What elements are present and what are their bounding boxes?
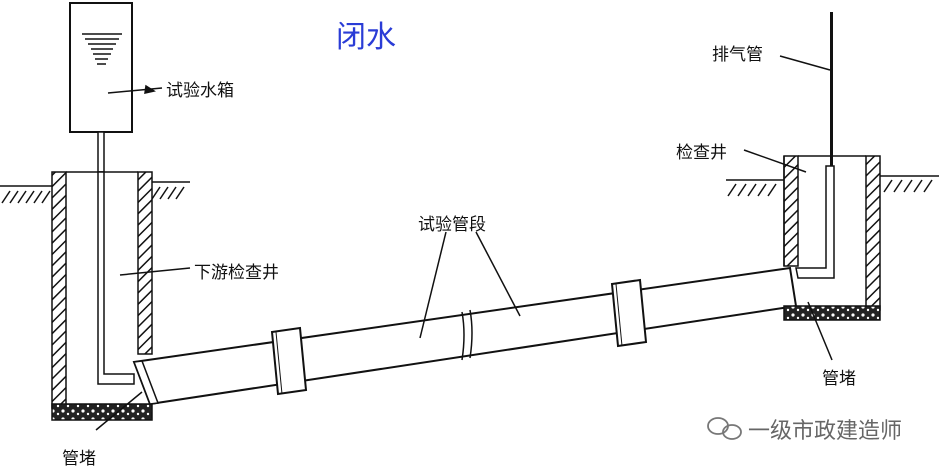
wechat-icon bbox=[707, 417, 742, 440]
label-test-pipe-section: 试验管段 bbox=[418, 215, 486, 235]
leader-lines bbox=[95, 55, 833, 431]
diagram-title: 闭水 bbox=[336, 20, 396, 55]
label-inspection-well: 检查井 bbox=[676, 143, 727, 163]
left-coupling bbox=[270, 326, 308, 396]
left-ground bbox=[0, 181, 190, 204]
test-water-tank bbox=[69, 2, 133, 133]
downstream-well bbox=[51, 171, 153, 421]
inspection-well bbox=[783, 155, 881, 321]
test-pipe-section bbox=[132, 266, 798, 406]
label-plug-left: 管堵 bbox=[62, 449, 96, 469]
label-test-water-tank: 试验水箱 bbox=[166, 81, 234, 101]
tank-feed-pipe bbox=[97, 131, 105, 173]
right-ground bbox=[726, 175, 939, 197]
left-plug-shape bbox=[132, 360, 160, 405]
right-well-pipe bbox=[795, 165, 835, 279]
label-downstream-well: 下游检查井 bbox=[194, 263, 279, 283]
watermark-text: 一级市政建造师 bbox=[748, 419, 903, 444]
label-plug-right: 管堵 bbox=[822, 369, 856, 389]
watermark: 一级市政建造师 bbox=[708, 413, 902, 445]
exhaust-pipe bbox=[830, 12, 833, 166]
well-inner-pipe bbox=[97, 171, 135, 385]
right-coupling bbox=[610, 278, 648, 348]
label-exhaust-pipe: 排气管 bbox=[712, 45, 763, 65]
